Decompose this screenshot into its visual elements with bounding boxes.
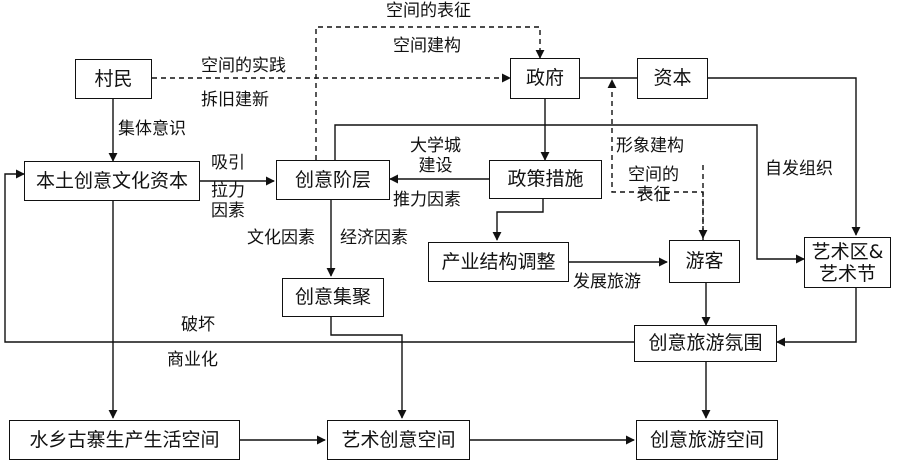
label-commercialization: 商业化 [167, 350, 218, 370]
edge-policy-industrial [492, 199, 544, 241]
node-water-village-space: 水乡古寨生产生活空间 [9, 420, 240, 460]
node-industrial-restructuring: 产业结构调整 [428, 242, 569, 282]
label-image-construction: 形象建构 [616, 136, 684, 156]
edge-atmosphere-local-capital [4, 169, 634, 343]
label-demolish-and-rebuild: 拆旧建新 [201, 90, 269, 110]
edge-creative-class-art-zone [334, 124, 805, 264]
label-spontaneous-organization: 自发组织 [765, 159, 833, 179]
node-government: 政府 [510, 58, 580, 99]
label-destruction: 破坏 [181, 315, 215, 335]
label-university-town: 大学城 建设 [410, 136, 461, 176]
node-policy-measures: 政策措施 [489, 160, 602, 199]
label-economic-factor: 经济因素 [340, 228, 408, 248]
node-local-cultural-capital: 本土创意文化资本 [24, 161, 200, 201]
edge-cluster-art-space [330, 317, 407, 419]
label-spatial-construction: 空间建构 [393, 36, 461, 56]
label-representation-of-space-mid: 空间的 表征 [628, 165, 679, 205]
label-collective-consciousness: 集体意识 [118, 119, 186, 139]
node-capital: 资本 [637, 58, 708, 99]
edge-creative-class-government-dashed [311, 26, 545, 169]
node-creative-class: 创意阶层 [276, 160, 390, 200]
label-pull-factor: 拉力 因素 [211, 181, 245, 221]
node-villagers: 村民 [75, 59, 152, 99]
edge-art-zone-atmosphere [776, 288, 857, 347]
node-creative-cluster: 创意集聚 [282, 278, 384, 317]
node-art-zone-festival: 艺术区& 艺术节 [804, 237, 891, 288]
node-art-creative-space: 艺术创意空间 [327, 420, 470, 460]
label-develop-tourism: 发展旅游 [573, 272, 641, 292]
label-spatial-practice: 空间的实践 [201, 56, 286, 76]
label-cultural-factor: 文化因素 [247, 228, 315, 248]
edge-capital-art-zone [708, 77, 861, 236]
label-push-factor: 推力因素 [393, 190, 461, 210]
node-creative-tourism-space: 创意旅游空间 [636, 420, 778, 460]
label-representation-of-space-top: 空间的表征 [386, 1, 471, 21]
node-tourists: 游客 [669, 240, 740, 283]
node-creative-tourism-atmosphere: 创意旅游氛围 [634, 325, 777, 362]
edge-tourists-government-dashed [607, 79, 704, 240]
label-attract: 吸引 [211, 153, 245, 173]
